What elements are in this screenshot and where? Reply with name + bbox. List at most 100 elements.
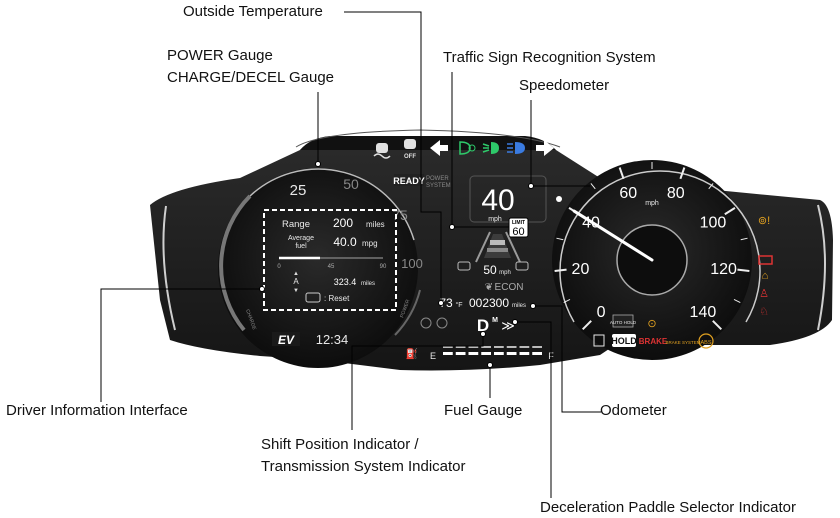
auto-high-beam-icon (459, 141, 476, 155)
dii-range-unit: miles (366, 220, 385, 229)
dii-range-label: Range (282, 219, 310, 230)
seatbelt-icon: ♙ (759, 288, 769, 300)
speedometer-tick-label: 100 (700, 215, 727, 232)
outside-temperature-value: 73 (439, 296, 453, 310)
deceleration-paddle-icon: ≫ (501, 318, 515, 333)
skid-control-icon (373, 143, 391, 159)
leader-deceleration-paddle (513, 321, 552, 498)
callout-charge-decel-gauge: CHARGE/DECEL Gauge (167, 69, 335, 86)
fuel-scale-segment (468, 346, 479, 348)
ev-badge (272, 332, 300, 346)
shift-position-indicator: D (477, 316, 489, 335)
airbag-icon: ♘ (759, 306, 769, 318)
callout-power-gauge: POWER Gauge (167, 47, 273, 64)
speedometer-tick-label: 120 (710, 261, 737, 278)
callout-traffic-sign: Traffic Sign Recognition System (443, 49, 656, 66)
fuel-level-bars (443, 346, 542, 355)
power-system-label-2: SYSTEM (426, 183, 451, 189)
fuel-scale-segment (481, 346, 491, 348)
lane-left-line (475, 231, 491, 263)
callout-leader-markers (259, 161, 536, 368)
fuel-pump-icon: ⛽ (406, 347, 418, 360)
battery-warning-icon (758, 255, 773, 265)
check-engine-icon: ⌂ (762, 270, 769, 282)
bottom-status-bar: EV 12:34 (272, 317, 448, 347)
fuel-level-segment (532, 352, 542, 355)
callout-outside-temperature: Outside Temperature (183, 3, 323, 20)
high-beam-icon (507, 142, 525, 154)
odometer-unit: miles (512, 303, 526, 309)
fuel-scale-segment (519, 346, 530, 348)
speedometer-tick-label: 20 (572, 261, 590, 278)
seatbelt-reminder-icon (436, 317, 448, 329)
dii-down-arrow: ▼ (293, 288, 299, 294)
top-indicator-row: OFF (373, 139, 554, 160)
lane-right-line (505, 231, 521, 263)
center-panel: 40 mph LIMIT 60 50 mph ❦ ECON 002300 mil… (439, 175, 547, 335)
speed-frame (469, 175, 547, 223)
speedometer-tick-label: 0 (597, 304, 606, 321)
dii-avg-fuel-unit: mpg (362, 239, 378, 248)
fuel-empty-label: E (430, 351, 436, 361)
dii-reset-label: : Reset (324, 294, 350, 303)
ev-mode-indicator: EV (278, 333, 295, 347)
callout-deceleration-paddle: Deceleration Paddle Selector Indicator (540, 499, 796, 516)
callout-shift-position-line-1: Shift Position Indicator / (261, 436, 419, 453)
leader-driver-info (100, 288, 262, 402)
right-bezel-accent (817, 204, 826, 331)
tpms-icon: ⊙ (647, 318, 656, 330)
dii-trip-letter: A (293, 277, 299, 286)
econ-leaf-icon: ❦ (485, 282, 493, 293)
dii-scale-mid: 45 (328, 264, 335, 270)
callout-speedometer: Speedometer (519, 77, 610, 94)
svg-text:OFF: OFF (404, 154, 416, 160)
power-gauge-right-arc (394, 289, 421, 336)
leader-outside-temperature (344, 11, 442, 302)
dii-avg-fuel-label-2: fuel (295, 243, 307, 250)
fuel-level-segment (519, 352, 530, 355)
power-tick-50: 50 (343, 176, 359, 192)
dii-scale-min: 0 (277, 264, 281, 270)
transmission-mode-indicator: M (492, 317, 498, 324)
power-gauge-face (218, 168, 418, 368)
speedometer-tick (733, 299, 741, 303)
power-system-label-1: POWER (426, 176, 449, 182)
speedometer-tick (724, 207, 736, 216)
abs-indicator: ABS (700, 340, 711, 346)
skid-control-off-icon: OFF (404, 139, 416, 160)
speedometer-pointer-dot (556, 196, 562, 202)
speedometer-unit: mph (645, 200, 659, 207)
digital-speed-unit: mph (488, 216, 502, 223)
lead-vehicle-icon (490, 240, 505, 245)
fuel-scale-segment (455, 346, 466, 348)
auto-hold-small-label: AUTO HOLD (610, 320, 637, 325)
speedometer-needle (572, 209, 654, 262)
speedometer-tick (712, 320, 723, 331)
odometer-value: 002300 (469, 296, 509, 310)
acc-set-speed: 50 (483, 263, 497, 277)
power-tick-100: 100 (401, 256, 423, 271)
acc-left-car-icon (457, 261, 471, 271)
fuel-scale-segment (506, 346, 517, 348)
dii-range-value: 200 (333, 216, 353, 230)
right-turn-arrow-icon (536, 140, 554, 156)
fuel-level-segment (506, 352, 517, 355)
acc-right-car-icon (515, 261, 529, 271)
speedometer-tick (590, 183, 596, 190)
driver-information-interface: Range 200 miles Average fuel 40.0 mpg 0 … (263, 209, 397, 311)
speed-limit-value: 60 (512, 226, 524, 238)
dii-avg-fuel-value: 40.0 (333, 235, 357, 249)
outside-temperature-unit: °F (455, 301, 462, 309)
fuel-level-segment (443, 352, 453, 355)
brake-system-indicator: BRAKE SYSTEM (665, 340, 700, 345)
speedometer-tick-label: 60 (619, 185, 637, 202)
speedometer-ticks: 020406080100120140 (554, 162, 750, 331)
callout-leader-lines (100, 11, 601, 498)
digital-speed-value: 40 (481, 184, 514, 217)
power-tick-25: 25 (290, 182, 307, 199)
ready-background (394, 174, 424, 186)
brake-indicator: BRAKE (639, 337, 668, 346)
dii-frame (263, 209, 397, 311)
speedometer-tick-label: 140 (690, 304, 717, 321)
